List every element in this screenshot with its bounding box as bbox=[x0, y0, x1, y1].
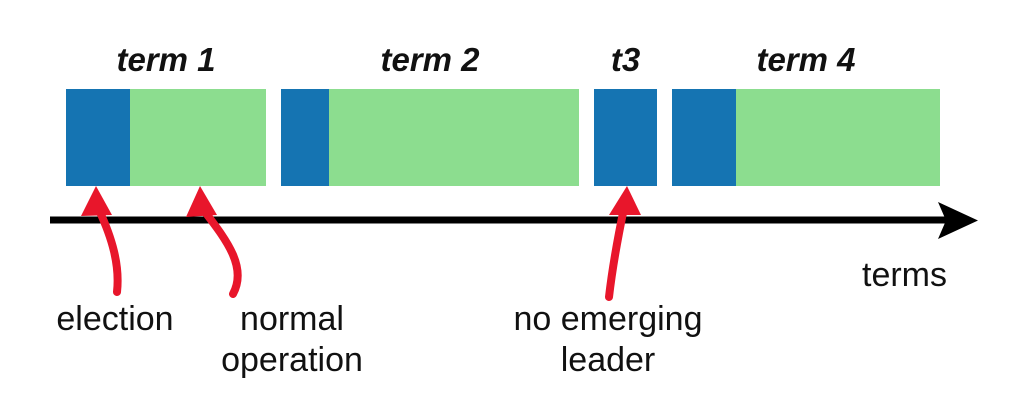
election-annotation-label: election bbox=[56, 300, 174, 338]
election-arrow bbox=[81, 186, 122, 296]
axis-caption-terms: terms bbox=[862, 256, 947, 294]
term-2-election-segment bbox=[281, 89, 329, 186]
term-1-label: term 1 bbox=[116, 41, 216, 78]
term-1-election-segment bbox=[66, 89, 130, 186]
term-bar-2 bbox=[281, 89, 579, 186]
no-emerging-leader-annotation-label: no emerging leader bbox=[513, 300, 703, 379]
term-2-normal-operation-segment bbox=[329, 89, 579, 186]
term-4-election-segment bbox=[672, 89, 736, 186]
axis-arrowhead bbox=[938, 202, 978, 239]
term-bar-1 bbox=[66, 89, 266, 186]
term-3-label: t3 bbox=[610, 41, 641, 78]
term-bar-4 bbox=[672, 89, 940, 186]
term-4-label: term 4 bbox=[756, 41, 856, 78]
no-emerging-leader-arrow bbox=[605, 186, 641, 301]
term-3-election-segment bbox=[594, 89, 657, 186]
normal-operation-annotation-label: normal operation bbox=[221, 300, 363, 379]
term-4-normal-operation-segment bbox=[736, 89, 940, 186]
term-bar-3 bbox=[594, 89, 657, 186]
normal-operation-arrow bbox=[186, 186, 242, 298]
term-1-normal-operation-segment bbox=[130, 89, 266, 186]
term-2-label: term 2 bbox=[380, 41, 480, 78]
